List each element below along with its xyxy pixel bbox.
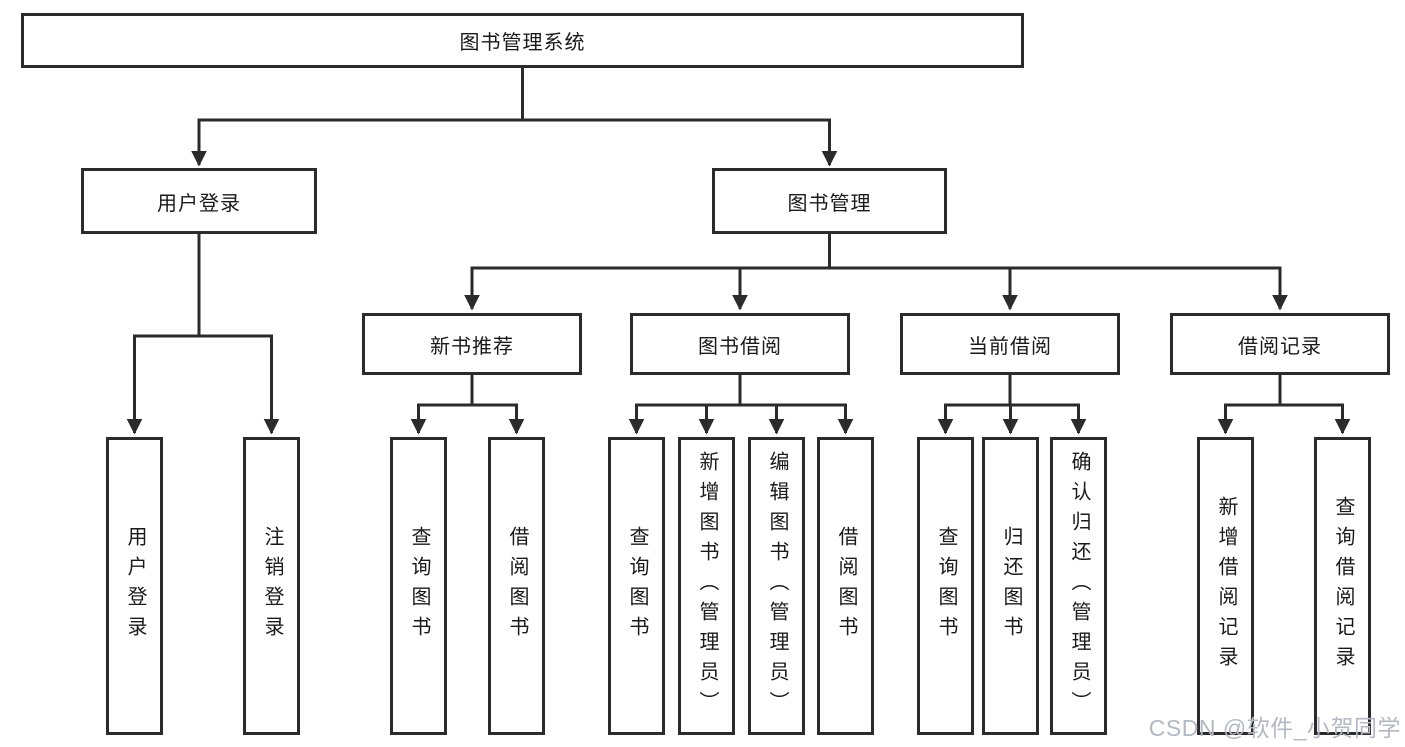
connector-borrow-records-to-leaves <box>1217 375 1351 435</box>
connector-user-login-to-leaves <box>126 234 280 435</box>
leaf-query-books: 查询图书 <box>390 437 447 735</box>
connector-current-borrow-to-leaves <box>937 375 1087 435</box>
node-user-login: 用户登录 <box>81 168 317 234</box>
connector-root-to-level2 <box>191 68 838 167</box>
node-current-borrowing: 当前借阅 <box>900 313 1120 375</box>
node-borrowing-records: 借阅记录 <box>1170 313 1390 375</box>
leaf-borrow-books: 借阅图书 <box>488 437 545 735</box>
leaf-confirm-return-admin: 确认归还（管理员） <box>1050 437 1107 735</box>
watermark: CSDN @软件_小贺同学 <box>1148 715 1401 741</box>
connector-book-management-to-level3 <box>464 234 1288 311</box>
leaf-query-borrow-record: 查询借阅记录 <box>1314 437 1371 735</box>
leaf-edit-books-admin: 编辑图书（管理员） <box>748 437 805 735</box>
leaf-query-books: 查询图书 <box>917 437 974 735</box>
connector-book-borrow-to-leaves <box>628 375 854 435</box>
node-book-borrowing: 图书借阅 <box>630 313 850 375</box>
connector-new-book-to-leaves <box>410 375 525 435</box>
node-new-book-recommendation: 新书推荐 <box>362 313 582 375</box>
leaf-borrow-books: 借阅图书 <box>817 437 874 735</box>
leaf-add-books-admin: 新增图书（管理员） <box>678 437 735 735</box>
leaf-return-books: 归还图书 <box>982 437 1039 735</box>
leaf-user-login: 用户登录 <box>106 437 163 735</box>
leaf-add-borrow-record: 新增借阅记录 <box>1197 437 1254 735</box>
node-book-management: 图书管理 <box>712 168 947 234</box>
node-library-management-system: 图书管理系统 <box>21 13 1024 68</box>
leaf-logout: 注销登录 <box>243 437 300 735</box>
leaf-query-books: 查询图书 <box>608 437 665 735</box>
